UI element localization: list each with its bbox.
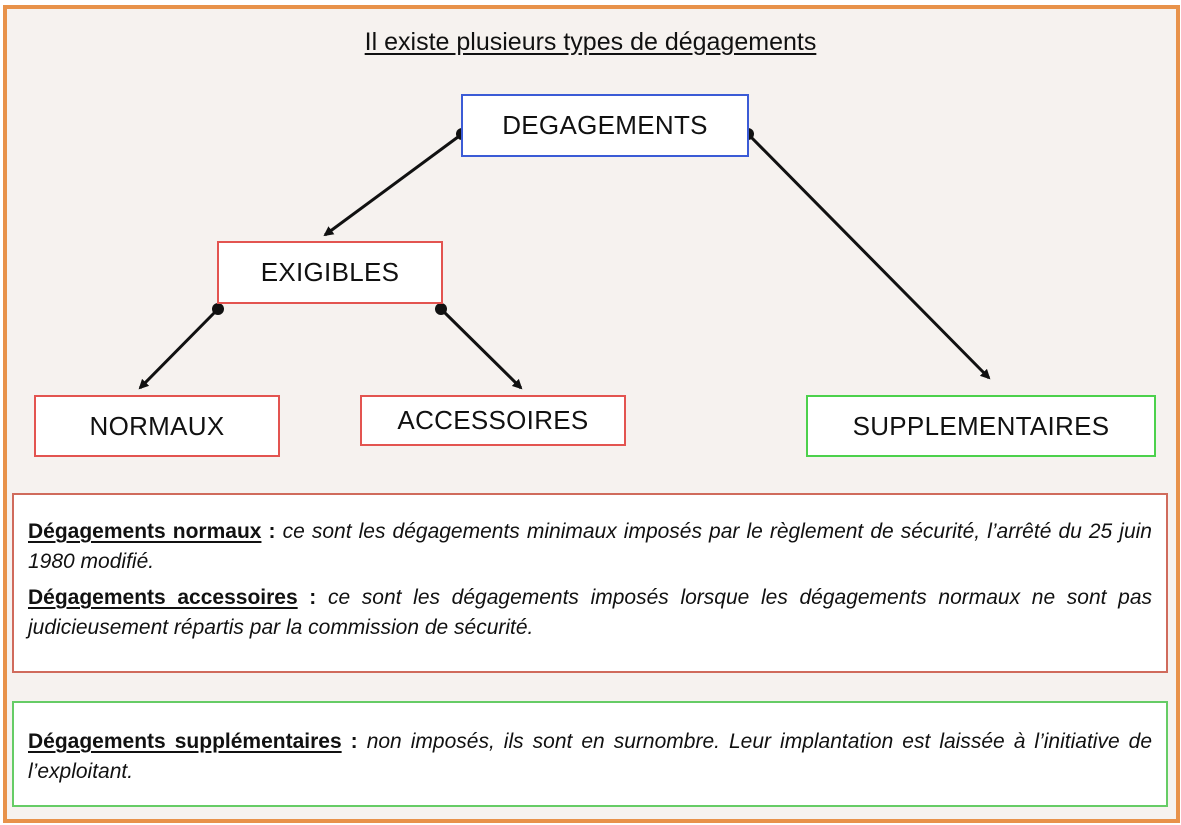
- node-exigibles: EXIGIBLES: [217, 241, 443, 304]
- arrow-root-to-exigibles: [323, 132, 463, 237]
- node-degagements: DEGAGEMENTS: [461, 94, 749, 157]
- definition-text: ce sont les dégagements minimaux imposés…: [28, 520, 1152, 573]
- arrow-exigibles-to-accessoires: [439, 307, 523, 390]
- definitions-box-supplementaires: Dégagements supplémentaires : non imposé…: [12, 701, 1168, 807]
- arrow-exigibles-to-normaux: [138, 307, 220, 390]
- definition-term: Dégagements normaux: [28, 520, 262, 543]
- definition-normaux: Dégagements normaux : ce sont les dégage…: [28, 517, 1152, 577]
- definition-separator: :: [297, 586, 328, 609]
- node-normaux: NORMAUX: [34, 395, 280, 457]
- connector-dot: [435, 303, 447, 315]
- definitions-box-exigibles: Dégagements normaux : ce sont les dégage…: [12, 493, 1168, 673]
- node-supplementaires: SUPPLEMENTAIRES: [806, 395, 1156, 457]
- definition-separator: :: [341, 730, 367, 753]
- arrow-root-to-supplementaires: [746, 132, 991, 380]
- definition-supplementaires: Dégagements supplémentaires : non imposé…: [28, 727, 1152, 787]
- definition-text: ce sont les dégagements imposés lorsque …: [28, 586, 1153, 639]
- definition-term: Dégagements supplémentaires: [28, 730, 342, 753]
- page-title: Il existe plusieurs types de dégagements: [364, 28, 817, 56]
- connector-dot: [212, 303, 224, 315]
- definition-text: non imposés, ils sont en surnombre. Leur…: [28, 730, 1153, 783]
- definition-separator: :: [261, 520, 283, 543]
- node-accessoires: ACCESSOIRES: [360, 395, 626, 446]
- definition-accessoires: Dégagements accessoires : ce sont les dé…: [28, 583, 1152, 643]
- definition-term: Dégagements accessoires: [28, 586, 298, 609]
